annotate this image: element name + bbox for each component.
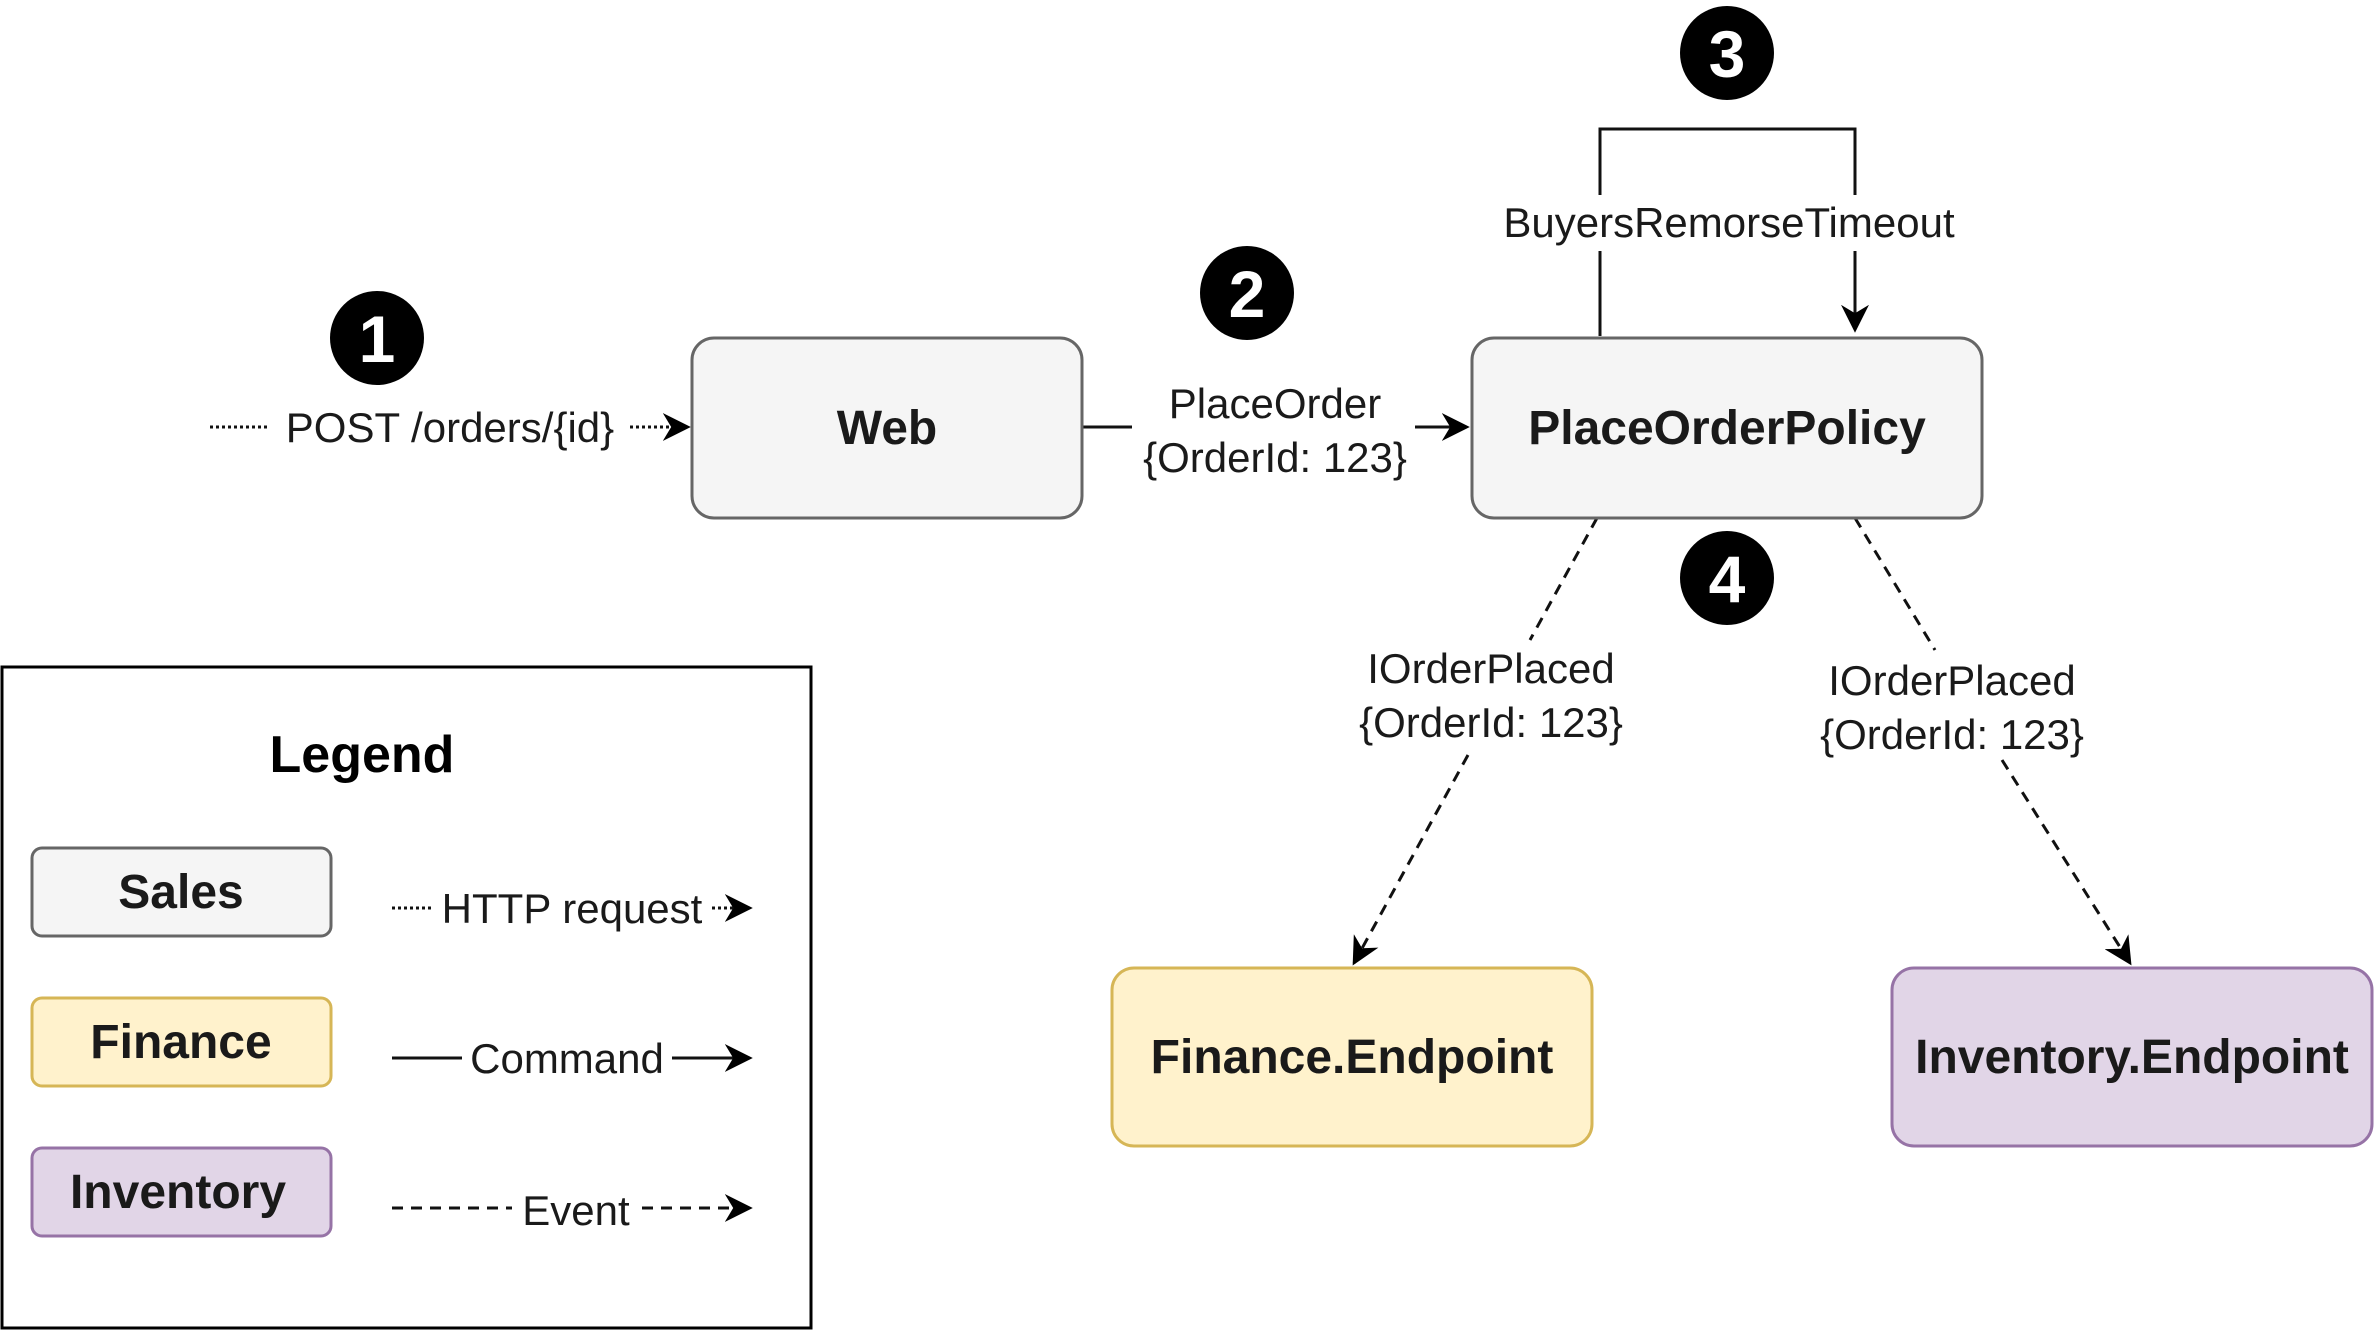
inventory-event-line-bottom bbox=[2000, 759, 2132, 966]
legend-inventory-box bbox=[30, 1146, 333, 1238]
step-marker-3-circle bbox=[1680, 6, 1774, 100]
legend-http-label: HTTP request bbox=[442, 885, 703, 932]
inventory-event-payload-label: {OrderId: 123} bbox=[1820, 711, 2084, 758]
inventory-event-line-top bbox=[1853, 517, 1937, 651]
finance-endpoint-box bbox=[1110, 966, 1594, 1148]
legend-sales-box bbox=[30, 846, 333, 938]
place-order-policy-label: PlaceOrderPolicy bbox=[1528, 402, 1926, 455]
legend: Legend Sales Finance Inventory HTTP requ… bbox=[0, 665, 813, 1330]
finance-event-line-bottom bbox=[1352, 754, 1470, 966]
step-marker-1-circle bbox=[330, 291, 424, 385]
step-marker-2: 2 bbox=[1200, 246, 1294, 340]
step-marker-2-label: 2 bbox=[1229, 257, 1266, 331]
step-marker-1: 1 bbox=[330, 291, 424, 385]
legend-title: Legend bbox=[270, 726, 455, 784]
legend-event-label: Event bbox=[522, 1187, 630, 1234]
finance-event-label: IOrderPlaced bbox=[1367, 645, 1614, 692]
web-node[interactable]: Web bbox=[690, 336, 1084, 520]
place-order-policy-box bbox=[1470, 336, 1984, 520]
legend-finance-swatch: Finance bbox=[30, 996, 333, 1088]
legend-sales-swatch: Sales bbox=[30, 846, 333, 938]
step-marker-4-circle bbox=[1680, 531, 1774, 625]
inventory-endpoint-label: Inventory.Endpoint bbox=[1915, 1031, 2349, 1084]
finance-event-payload-label: {OrderId: 123} bbox=[1359, 699, 1623, 746]
timeout-label: BuyersRemorseTimeout bbox=[1503, 199, 1955, 246]
legend-http-request: HTTP request bbox=[392, 885, 753, 932]
inventory-event-label: IOrderPlaced bbox=[1828, 657, 2075, 704]
step-marker-4: 4 bbox=[1680, 531, 1774, 625]
legend-command-label: Command bbox=[470, 1035, 664, 1082]
place-order-label: PlaceOrder bbox=[1169, 380, 1381, 427]
legend-event: Event bbox=[392, 1187, 753, 1234]
legend-command: Command bbox=[392, 1035, 753, 1082]
http-request-label: POST /orders/{id} bbox=[286, 404, 614, 451]
http-request-edge: POST /orders/{id} bbox=[210, 404, 691, 451]
web-node-label: Web bbox=[837, 402, 937, 455]
place-order-command-edge: PlaceOrder {OrderId: 123} bbox=[1082, 380, 1470, 481]
web-node-box bbox=[690, 336, 1084, 520]
legend-inventory-swatch: Inventory bbox=[30, 1146, 333, 1238]
order-placed-finance-edge: IOrderPlaced {OrderId: 123} bbox=[1352, 517, 1623, 966]
order-placed-inventory-edge: IOrderPlaced {OrderId: 123} bbox=[1820, 517, 2132, 966]
legend-sales-label: Sales bbox=[118, 866, 243, 919]
inventory-endpoint-box bbox=[1890, 966, 2374, 1148]
place-order-payload-label: {OrderId: 123} bbox=[1143, 434, 1407, 481]
legend-finance-label: Finance bbox=[90, 1016, 271, 1069]
step-marker-4-label: 4 bbox=[1709, 542, 1746, 616]
finance-event-line-top bbox=[1528, 517, 1599, 641]
legend-finance-box bbox=[30, 996, 333, 1088]
step-marker-3: 3 bbox=[1680, 6, 1774, 100]
place-order-policy-node[interactable]: PlaceOrderPolicy bbox=[1470, 336, 1984, 520]
timeout-label-background bbox=[1482, 195, 1978, 251]
step-marker-3-label: 3 bbox=[1709, 17, 1746, 91]
finance-endpoint-node[interactable]: Finance.Endpoint bbox=[1110, 966, 1594, 1148]
finance-endpoint-label: Finance.Endpoint bbox=[1151, 1031, 1554, 1084]
step-marker-2-circle bbox=[1200, 246, 1294, 340]
inventory-endpoint-node[interactable]: Inventory.Endpoint bbox=[1890, 966, 2374, 1148]
legend-inventory-label: Inventory bbox=[70, 1166, 286, 1219]
timeout-loop-edge: BuyersRemorseTimeout bbox=[1482, 127, 1978, 336]
step-marker-1-label: 1 bbox=[359, 302, 396, 376]
